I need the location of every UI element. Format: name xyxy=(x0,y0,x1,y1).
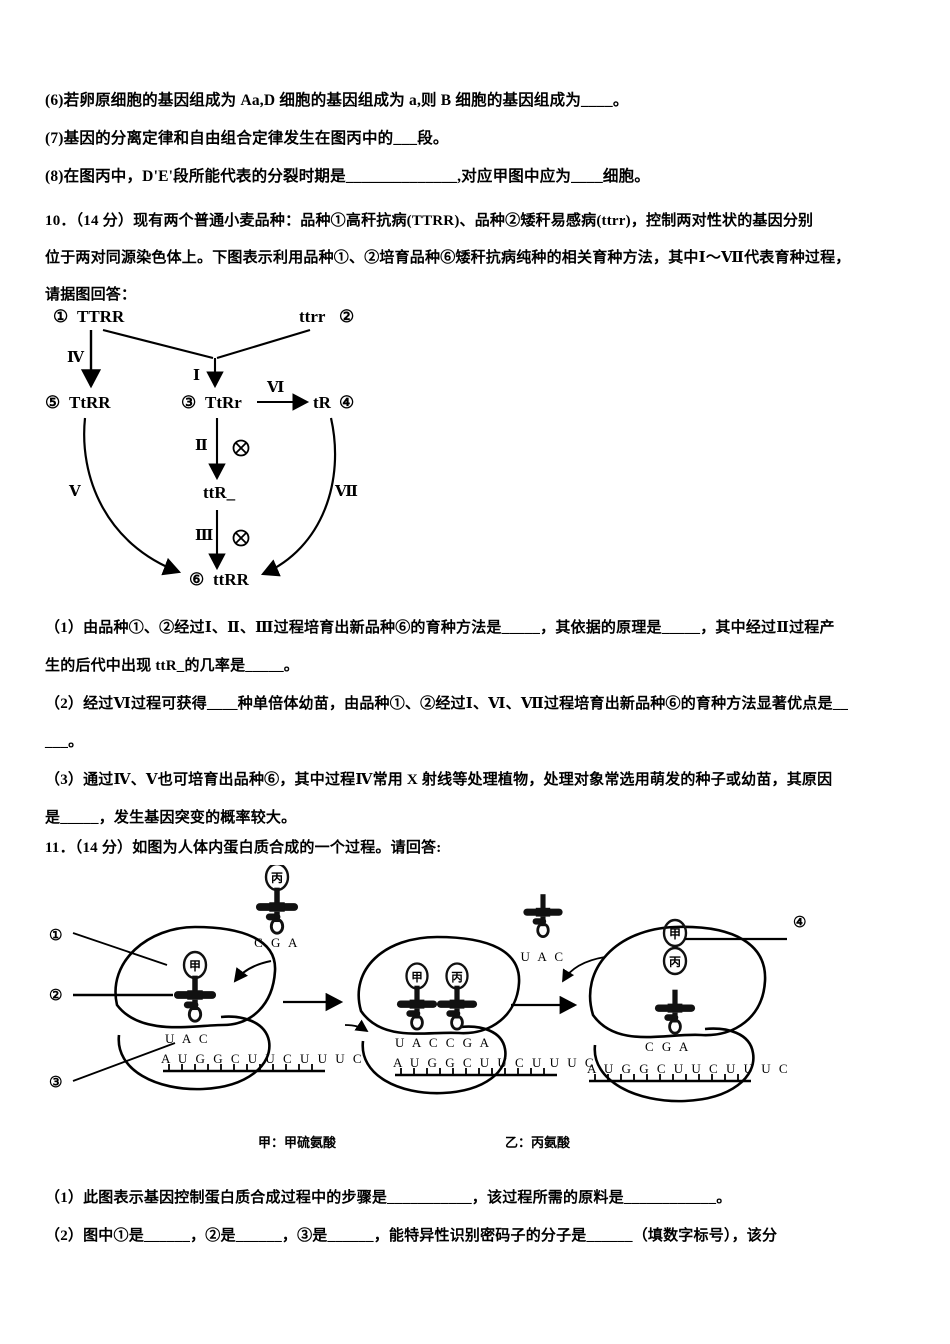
node-1-genotype: TTRR xyxy=(77,307,125,326)
peptide-residue-bottom: 丙 xyxy=(669,955,681,969)
anticodons-panel-2: U A C C G A xyxy=(395,1035,492,1050)
peptide-trna-panel-3: 甲 丙 xyxy=(653,918,697,1035)
question-10-stem-line-1: 10．（14 分）现有两个普通小麦品种：品种①高秆抗病(TTRR)、品种②矮秆易… xyxy=(45,211,910,233)
question-11-number: 11．（14 分） xyxy=(45,840,133,856)
amino-acid-circle xyxy=(405,962,429,990)
label-1-marker: ① xyxy=(49,928,62,944)
node-6-genotype: ttRR xyxy=(213,570,250,589)
node-4-genotype: tR xyxy=(313,393,332,412)
label-3-marker: ③ xyxy=(49,1075,62,1091)
question-10-stem-text-1: 现有两个普通小麦品种：品种①高秆抗病(TTRR)、品种②矮秆易感病(ttrr)，… xyxy=(133,213,814,229)
amino-acid-circle-bottom xyxy=(662,946,688,976)
legend-caption-yi: 乙：丙氨酸 xyxy=(505,1135,571,1150)
question-10-sub-1a: （1）由品种①、②经过Ⅰ、Ⅱ、Ⅲ过程培育出新品种⑥的育种方法是_____，其依据… xyxy=(45,620,835,636)
ribosome-panel-1 xyxy=(114,925,277,1091)
label-2-marker: ② xyxy=(49,988,62,1004)
question-10-sub-2b: ___。 xyxy=(45,734,84,750)
node-3-circle-number: ③ xyxy=(181,393,196,412)
amino-acid-circle-top xyxy=(662,918,688,948)
leader-line-1 xyxy=(72,932,168,966)
self-cross-symbol-2 xyxy=(232,529,250,547)
question-10-sub-2a: （2）经过Ⅵ过程可获得____种单倍体幼苗，由品种①、②经过Ⅰ、Ⅵ、Ⅶ过程培育出… xyxy=(45,696,849,712)
question-11-sub-2: （2）图中①是______，②是______，③是______，能特异性识别密码… xyxy=(45,1228,778,1244)
node-3-genotype: TtRr xyxy=(205,393,242,412)
amino-acid-label-left: 甲 xyxy=(411,971,423,984)
process-V-label: Ⅴ xyxy=(68,484,81,500)
ribosome-panel-3 xyxy=(588,925,767,1103)
protein-synthesis-diagram: ① ② ③ 丙 C G A xyxy=(45,865,905,1125)
question-10-sub-3a: （3）通过Ⅳ、Ⅴ也可培育出品种⑥，其中过程Ⅳ常用 X 射线等处理植物，处理对象常… xyxy=(45,772,833,788)
label-4-marker: ④ xyxy=(793,915,806,931)
question-10-sub-1b: 生的后代中出现 ttR_的几率是_____。 xyxy=(45,658,299,674)
question-10-sub-3b: 是_____，发生基因突变的概率较大。 xyxy=(45,810,297,826)
question-6-line: (6)若卵原细胞的基因组成为 Aa,D 细胞的基因组成为 a,则 B 细胞的基因… xyxy=(45,92,629,109)
ribosome-pointer-2 xyxy=(344,1019,369,1032)
question-11-stem: 11．（14 分）如图为人体内蛋白质合成的一个过程。请回答: xyxy=(45,838,910,860)
ribosome-panel-2 xyxy=(357,935,521,1095)
ribosome-pointer-3 xyxy=(562,956,606,983)
bound-trna-panel-1: 甲 xyxy=(172,950,218,1023)
incoming-amino-acid-label: 丙 xyxy=(271,871,283,885)
breeding-scheme-diagram: ① TTRR ttrr ② ⑤ TtRR ③ TtRr tR ④ ttR_ ⑥ … xyxy=(45,300,425,600)
node-2-circle-number: ② xyxy=(339,307,354,326)
peptide-residue-top: 甲 xyxy=(669,927,681,941)
trna-entry-arrow xyxy=(233,960,272,983)
mrna-sequence-panel-2: A U G G C U U C U U U C xyxy=(393,1055,596,1070)
mrna-strand-panel-1 xyxy=(163,1064,325,1073)
bound-amino-acid-label: 甲 xyxy=(189,959,201,973)
leader-line-3 xyxy=(72,1042,176,1082)
node-ttr-genotype: ttR_ xyxy=(203,483,236,502)
question-11-sub-1: （1）此图表示基因控制蛋白质合成过程中的步骤是___________，该过程所需… xyxy=(45,1190,732,1206)
question-11-stem-text: 如图为人体内蛋白质合成的一个过程。请回答: xyxy=(132,840,442,856)
question-10-number: 10．（14 分） xyxy=(45,213,134,229)
trna-left-panel-2: 甲 xyxy=(395,962,439,1031)
incoming-trna-panel-1: 丙 C G A xyxy=(254,865,300,950)
amino-acid-label-right: 丙 xyxy=(451,971,463,984)
process-VII-label: Ⅶ xyxy=(334,484,358,500)
node-5-genotype: TtRR xyxy=(69,393,111,412)
node-4-circle-number: ④ xyxy=(339,393,354,412)
mrna-sequence-panel-1: A U G G C U U C U U U C xyxy=(161,1051,364,1066)
amino-acid-circle xyxy=(182,950,208,980)
mrna-sequence-panel-3: A U G G C U U C U U U C xyxy=(587,1061,790,1076)
question-10-stem-line-3: 请据图回答： xyxy=(45,287,137,303)
amino-acid-circle xyxy=(264,865,290,892)
question-7-line: (7)基因的分离定律和自由组合定律发生在图丙中的___段。 xyxy=(45,130,449,147)
amino-acid-circle xyxy=(445,962,469,990)
released-trna: U A C xyxy=(520,892,565,964)
process-VI-label: Ⅵ xyxy=(266,380,284,396)
mrna-strand-panel-2 xyxy=(395,1068,557,1077)
node-5-circle-number: ⑤ xyxy=(45,393,60,412)
process-I-label: Ⅰ xyxy=(193,368,200,384)
legend-caption-jia: 甲：甲硫氨酸 xyxy=(258,1135,337,1150)
anticodon-panel-3: C G A xyxy=(645,1039,691,1054)
question-8-line: (8)在图丙中，D'E'段所能代表的分裂时期是______________,对应… xyxy=(45,168,650,185)
anticodon-panel-1: U A C xyxy=(165,1031,210,1046)
released-anticodon: U A C xyxy=(520,949,565,964)
incoming-anticodon-panel-1: C G A xyxy=(254,935,300,950)
process-IV-label: Ⅳ xyxy=(67,350,85,366)
process-III-label: Ⅲ xyxy=(195,528,213,544)
self-cross-symbol-1 xyxy=(232,439,250,457)
node-6-circle-number: ⑥ xyxy=(189,570,204,589)
trna-right-panel-2: 丙 xyxy=(435,962,479,1031)
mrna-strand-panel-3 xyxy=(589,1074,751,1083)
process-II-label: Ⅱ xyxy=(195,438,208,454)
node-1-circle-number: ① xyxy=(53,307,68,326)
question-10-stem-line-2: 位于两对同源染色体上。下图表示利用品种①、②培育品种⑥矮秆抗病纯种的相关育种方法… xyxy=(45,250,851,266)
node-2-genotype: ttrr xyxy=(299,307,326,326)
